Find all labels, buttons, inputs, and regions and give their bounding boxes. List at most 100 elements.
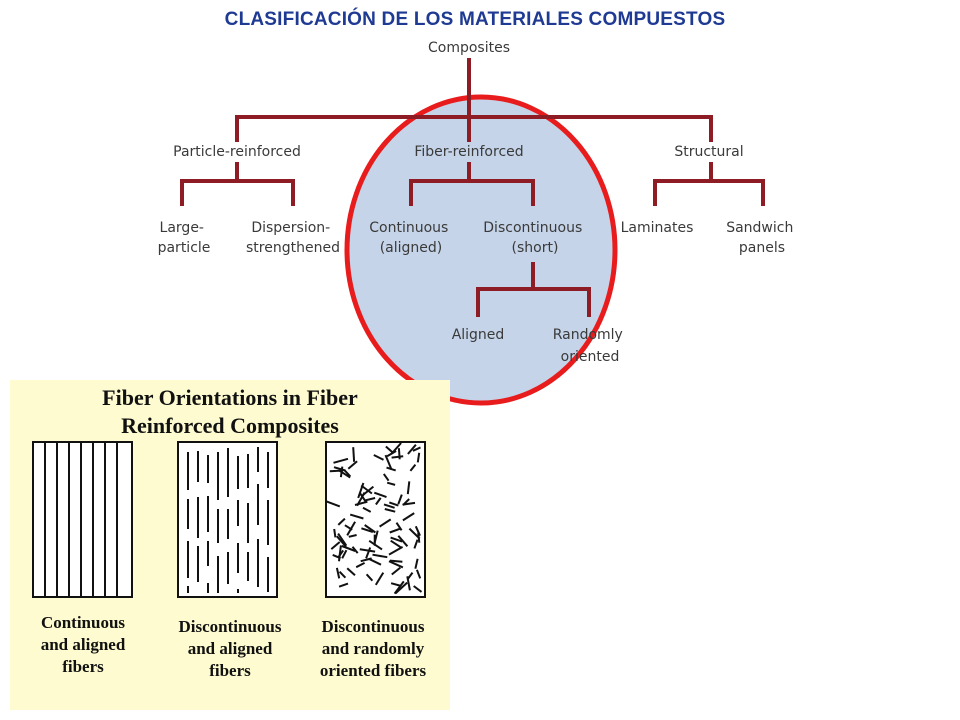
node-composites: Composites [428, 40, 510, 56]
short-random-fiber [335, 567, 341, 579]
tree-connectors [180, 58, 765, 317]
short-random-fiber [386, 466, 396, 472]
continuous-aligned-fibers-figure [32, 441, 133, 598]
short-random-fiber [365, 573, 374, 582]
short-random-fiber [346, 521, 356, 536]
node-randomly-line1: Randomly [553, 327, 623, 343]
short-random-fiber [337, 533, 348, 547]
caption1-line3: fibers [62, 657, 104, 676]
short-random-fiber [338, 571, 347, 579]
short-random-fiber [338, 582, 349, 588]
discontinuous-random-fibers-figure [325, 441, 426, 598]
short-random-fiber [397, 535, 409, 547]
node-structural: Structural [674, 144, 743, 160]
short-random-fiber [394, 581, 408, 595]
short-random-fiber [365, 497, 376, 502]
short-random-fiber [368, 557, 382, 566]
short-random-fiber [359, 548, 376, 553]
short-random-fiber [374, 572, 385, 586]
short-random-fiber [338, 545, 342, 562]
panel-title: Fiber Orientations in Fiber Reinforced C… [10, 384, 450, 440]
node-discontinuous-line2: (short) [512, 240, 559, 256]
node-dispersion-strengthened: Dispersion- strengthened [246, 220, 340, 256]
caption-discontinuous-random: Discontinuous and randomly oriented fibe… [300, 616, 446, 682]
short-random-fiber [390, 442, 402, 455]
short-random-fiber [356, 492, 366, 507]
short-random-fiber [361, 527, 374, 533]
short-random-fiber [383, 503, 395, 509]
node-randomly-line2: oriented [561, 349, 620, 365]
short-random-fiber [333, 528, 337, 538]
panel-title-line1: Fiber Orientations in Fiber [102, 385, 358, 410]
node-large-particle: Large- particle [158, 220, 211, 256]
short-random-fiber [362, 506, 372, 513]
caption-discontinuous-aligned: Discontinuous and aligned fibers [160, 616, 300, 682]
short-random-fiber [388, 546, 404, 556]
short-random-fiber [341, 545, 356, 552]
node-large-particle-line1: Large- [160, 220, 204, 236]
short-random-fiber [347, 460, 358, 470]
short-random-fiber [382, 473, 390, 482]
slide-title: CLASIFICACIÓN DE LOS MATERIALES COMPUEST… [224, 9, 726, 30]
short-random-fiber [349, 513, 364, 520]
short-random-fiber [348, 534, 357, 538]
node-aligned: Aligned [452, 327, 505, 343]
caption2-line3: fibers [209, 661, 251, 680]
highlight-ellipse [344, 94, 618, 406]
short-random-fiber [397, 494, 403, 505]
short-random-fiber [413, 539, 419, 549]
short-random-fiber [355, 562, 366, 569]
short-random-fiber [358, 492, 368, 504]
short-random-fiber [390, 539, 402, 549]
caption1-line1: Continuous [40, 613, 126, 632]
node-particle-reinforced: Particle-reinforced [173, 144, 301, 160]
node-sandwich-line2: panels [739, 240, 785, 256]
short-random-fiber [409, 463, 417, 472]
short-random-fiber [414, 558, 419, 569]
caption1-line2: and aligned [40, 635, 126, 654]
short-random-fiber [388, 560, 404, 569]
short-random-fiber [365, 547, 372, 559]
short-random-fiber [413, 585, 423, 593]
short-random-fiber [395, 522, 403, 531]
short-random-fiber [406, 481, 411, 495]
short-random-fiber [415, 569, 422, 579]
short-random-fiber [386, 481, 396, 486]
short-random-fiber [333, 457, 349, 464]
short-random-fiber [325, 500, 341, 508]
short-random-fiber [352, 447, 356, 462]
fiber-orientations-panel: Fiber Orientations in Fiber Reinforced C… [10, 380, 450, 710]
short-random-fiber [402, 512, 415, 522]
short-random-fiber [391, 566, 401, 576]
node-dispersion-line1: Dispersion- [251, 220, 330, 236]
short-random-fiber [384, 454, 393, 471]
short-random-fiber [388, 501, 399, 507]
short-random-fiber [341, 549, 348, 559]
caption2-line2: and aligned [187, 639, 273, 658]
node-continuous-line1: Continuous [369, 220, 448, 236]
node-laminates: Laminates [621, 220, 694, 236]
short-random-fiber [346, 567, 356, 577]
short-random-fiber [343, 469, 352, 478]
short-random-fiber [391, 455, 404, 459]
short-random-fiber [372, 553, 388, 559]
short-random-fiber [339, 466, 344, 478]
short-random-fiber [384, 508, 396, 513]
short-random-fiber [375, 497, 382, 506]
node-discontinuous-line1: Discontinuous [483, 220, 582, 236]
short-random-fiber [390, 536, 403, 543]
caption-continuous-aligned: Continuous and aligned fibers [18, 612, 148, 678]
panel-title-line2: Reinforced Composites [121, 413, 339, 438]
short-random-fiber [351, 546, 359, 554]
node-large-particle-line2: particle [158, 240, 211, 256]
discontinuous-aligned-fibers-figure [177, 441, 278, 598]
short-random-fiber [373, 454, 384, 461]
caption2-line1: Discontinuous [178, 617, 282, 636]
short-random-fiber [337, 517, 346, 526]
caption3-line3: oriented fibers [319, 661, 427, 680]
node-continuous-aligned: Continuous (aligned) [369, 220, 453, 256]
short-random-fiber [407, 444, 417, 455]
short-random-fiber [336, 535, 347, 548]
short-random-fiber [389, 527, 402, 534]
node-randomly-oriented: Randomly oriented [553, 327, 628, 365]
